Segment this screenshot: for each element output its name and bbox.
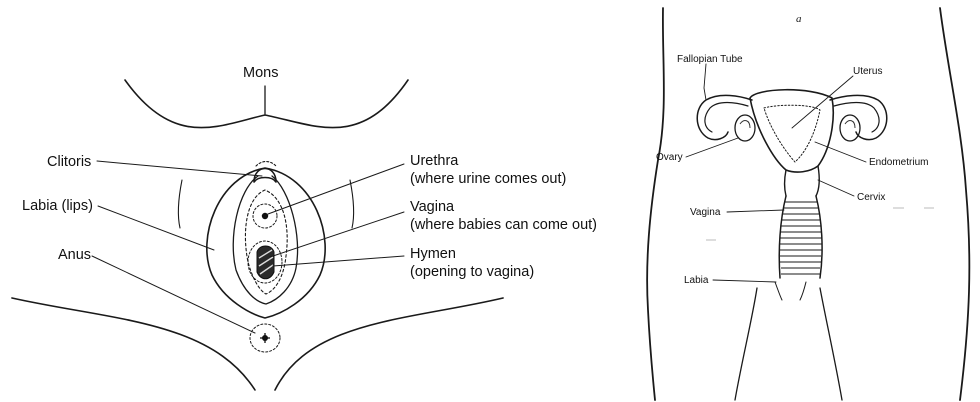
right-ovary-detail (845, 121, 855, 128)
labia-label: Labia (lips) (22, 198, 93, 214)
urethra-leader (268, 164, 404, 214)
vagina-leader (727, 210, 784, 212)
labia-leader-internal (713, 280, 776, 282)
cervix-label: Cervix (857, 192, 885, 203)
fallopian-tube-leader (704, 64, 706, 100)
left-buttock-outline (12, 298, 255, 390)
ovary-label: Ovary (656, 152, 683, 163)
vagina-note: (where babies can come out) (410, 217, 597, 233)
right-inner-thigh (820, 288, 842, 400)
external-anatomy-diagram: Mons Clitoris Labia (lips) Anus Urethra … (12, 65, 597, 390)
left-inner-thigh (735, 288, 757, 400)
labia-label-internal: Labia (684, 275, 709, 286)
uterus-label: Uterus (853, 66, 882, 77)
left-ovary-detail (740, 121, 750, 128)
cervix-leader (818, 180, 854, 196)
outer-labia-outline (207, 168, 325, 318)
inner-labia-outline (233, 176, 297, 304)
urethra-opening (262, 213, 268, 219)
clitoris-label: Clitoris (47, 154, 91, 170)
hymen-note: (opening to vagina) (410, 264, 534, 280)
internal-anatomy-diagram: a Fallopian Tube Uterus Ovary Endometriu… (647, 8, 969, 400)
uterus-outline (750, 90, 833, 172)
fallopian-tube-label: Fallopian Tube (677, 54, 743, 65)
anus-mark (260, 333, 270, 343)
left-ovary (735, 115, 755, 141)
right-buttock-outline (275, 298, 503, 390)
right-ovary (840, 115, 860, 141)
vagina-label-internal: Vagina (690, 207, 721, 218)
uterus-leader (792, 76, 853, 128)
left-fold-line (178, 180, 182, 228)
corner-mark: a (796, 13, 802, 25)
mons-outline (125, 80, 408, 128)
hymen-leader (273, 256, 404, 266)
mons-label: Mons (243, 65, 278, 81)
right-fold-line (350, 180, 354, 228)
right-body-outline (940, 8, 969, 400)
ovary-leader (686, 138, 738, 157)
clitoris-leader (97, 161, 262, 176)
urethra-label: Urethra (410, 153, 459, 169)
anus-label: Anus (58, 247, 91, 263)
anus-leader (92, 256, 255, 333)
labia-outline (775, 282, 806, 300)
clitoris-dots (256, 162, 276, 167)
vagina-label: Vagina (410, 199, 455, 215)
vagina-leader (270, 212, 404, 257)
vaginal-canal-texture (780, 202, 822, 274)
labia-leader (98, 206, 214, 250)
endometrium-label: Endometrium (869, 157, 928, 168)
left-tube-inner (705, 103, 748, 133)
hymen-label: Hymen (410, 246, 456, 262)
left-body-outline (647, 8, 664, 400)
urethra-note: (where urine comes out) (410, 171, 566, 187)
